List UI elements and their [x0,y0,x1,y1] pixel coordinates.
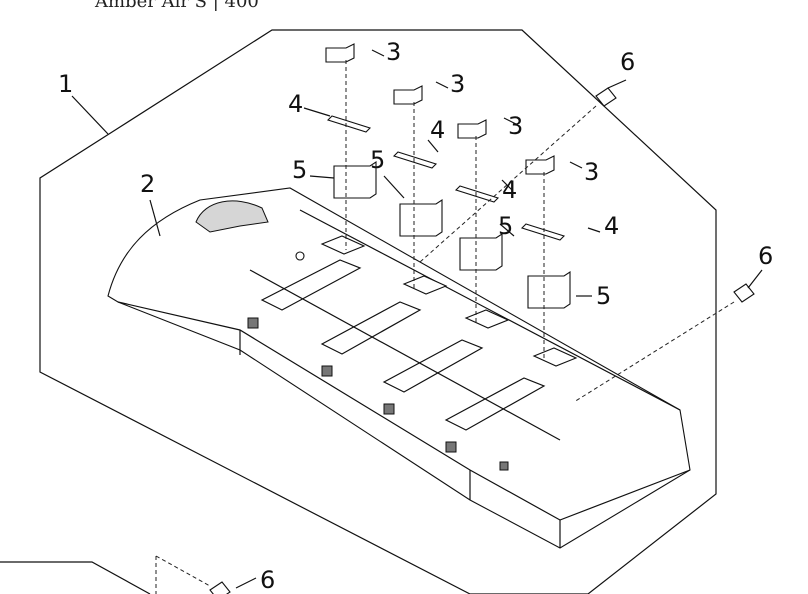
leader-lines [71,49,763,589]
strip-part [326,115,566,241]
callout-5d: 5 [596,282,611,310]
callout-4a: 4 [288,90,303,118]
callout-3d: 3 [584,158,599,186]
callout-4d: 4 [604,212,619,240]
callout-5a: 5 [292,156,307,184]
callout-3c: 3 [508,112,523,140]
callout-3b: 3 [450,70,465,98]
callout-4b: 4 [430,116,445,144]
callout-1: 1 [58,70,73,98]
callout-6c: 6 [260,566,275,594]
top-cover-part [107,187,691,549]
callout-2: 2 [140,170,155,198]
foam-block-part [333,160,571,309]
partial-boundary [0,561,151,594]
callout-6b: 6 [758,242,773,270]
screw-part [209,87,755,594]
callout-3a: 3 [386,38,401,66]
callout-6a: 6 [620,48,635,76]
assembly-boundary [39,29,717,594]
page-header: Amber Air S | 400 [95,0,259,12]
callout-4c: 4 [502,176,517,204]
callout-5b: 5 [370,146,385,174]
callout-5c: 5 [498,212,513,240]
guide-lines [155,60,735,594]
sensor-part [325,43,555,175]
